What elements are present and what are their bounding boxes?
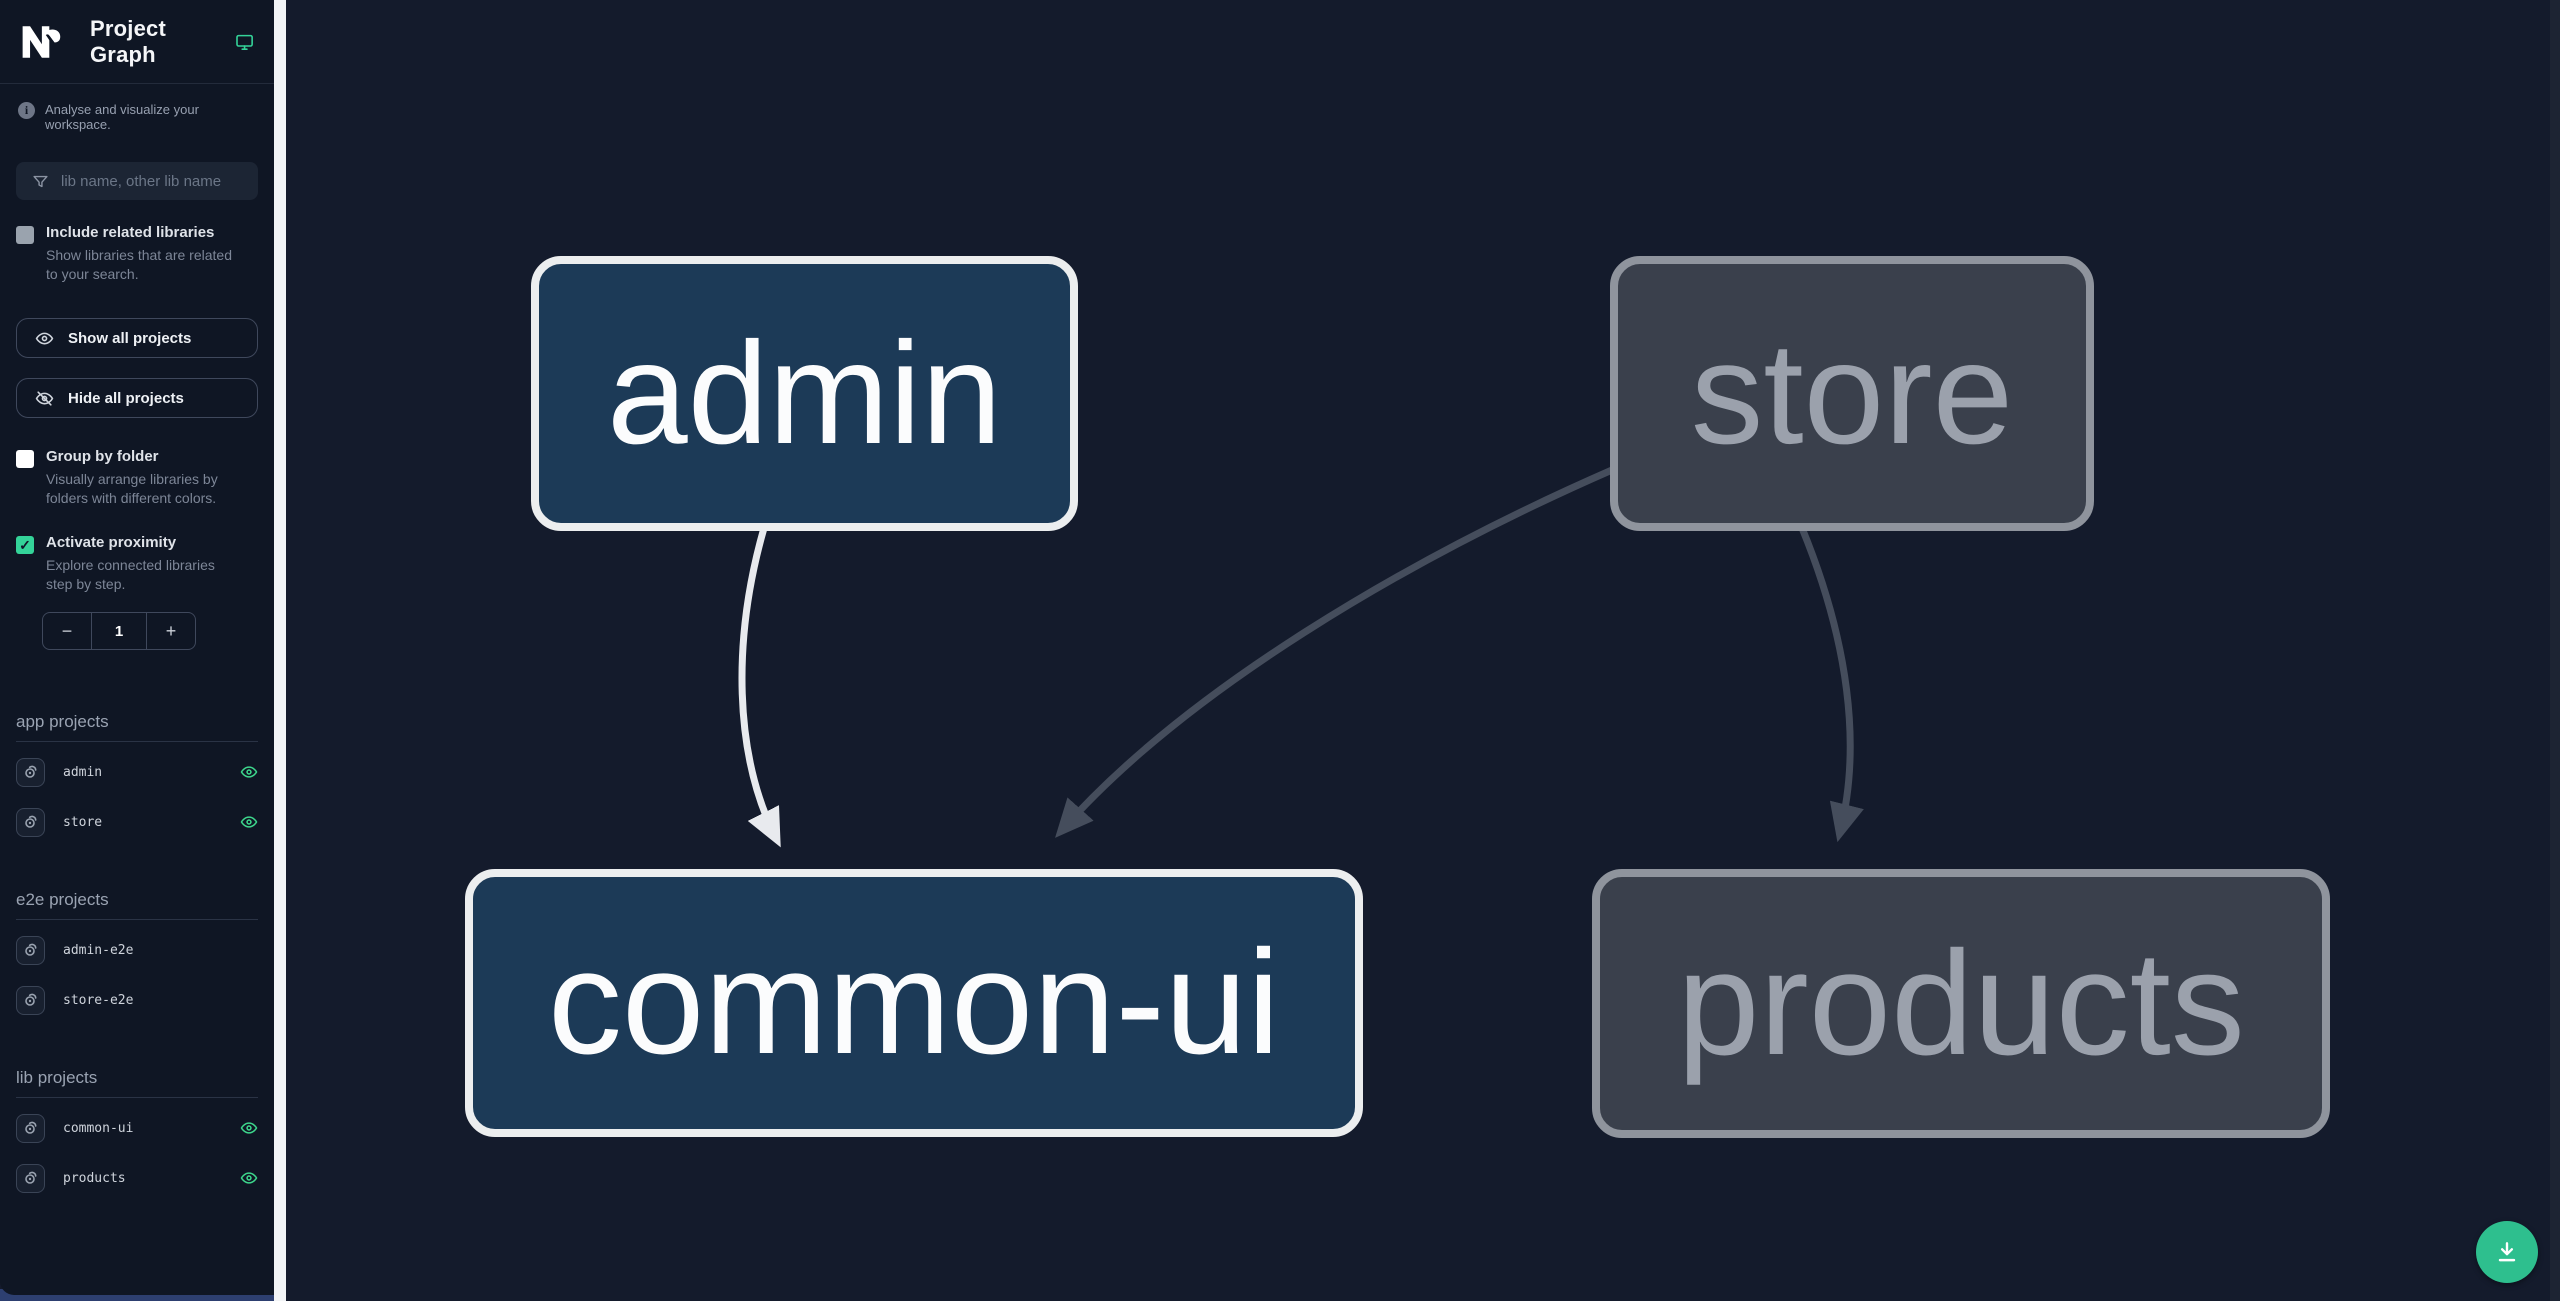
group-by-folder-description: Visually arrange libraries by folders wi… xyxy=(46,471,218,506)
project-graph-canvas[interactable]: admin store common-ui products xyxy=(286,0,2550,1301)
project-name[interactable]: products xyxy=(63,1170,126,1186)
graph-node-store[interactable]: store xyxy=(1610,256,2094,531)
proximity-depth-value: 1 xyxy=(91,613,147,649)
eye-off-icon xyxy=(35,390,54,406)
section-title: lib projects xyxy=(16,1068,98,1087)
focus-project-button[interactable] xyxy=(16,757,45,787)
sidebar-body: Project Graph i Analyse and visualize yo… xyxy=(0,0,274,1295)
focus-project-button[interactable] xyxy=(16,935,45,965)
eye-icon xyxy=(35,332,54,344)
focus-project-button[interactable] xyxy=(16,807,45,837)
include-related-label: Include related libraries xyxy=(46,224,215,241)
focus-icon xyxy=(24,943,36,956)
focus-icon xyxy=(24,1121,36,1134)
hide-all-projects-button[interactable]: Hide all projects xyxy=(16,378,258,418)
node-label: admin xyxy=(607,312,1002,474)
node-label: products xyxy=(1677,920,2245,1086)
section-rule xyxy=(16,741,258,742)
section-lib-projects: lib projects common-ui xyxy=(0,1068,274,1198)
project-row-products: products xyxy=(0,1158,274,1198)
project-name[interactable]: store-e2e xyxy=(63,992,134,1008)
section-title: e2e projects xyxy=(16,890,109,909)
activate-proximity-description: Explore connected libraries step by step… xyxy=(46,557,215,592)
section-app-projects: app projects admin xyxy=(0,712,274,842)
monitor-icon[interactable] xyxy=(235,31,254,53)
edge-store-to-common-ui[interactable] xyxy=(1055,466,1616,838)
graph-node-products[interactable]: products xyxy=(1592,869,2330,1138)
download-icon xyxy=(2498,1242,2516,1262)
group-by-folder-checkbox[interactable] xyxy=(16,450,34,468)
project-row-common-ui: common-ui xyxy=(0,1108,274,1148)
search-box xyxy=(16,162,258,200)
focus-icon xyxy=(24,765,36,778)
project-name[interactable]: common-ui xyxy=(63,1120,134,1136)
toggle-visibility-eye-icon[interactable] xyxy=(240,763,258,781)
activate-proximity-checkbox[interactable]: ✓ xyxy=(16,536,34,554)
search-input[interactable] xyxy=(61,172,248,190)
intro-text: Analyse and visualize your workspace. xyxy=(45,102,199,132)
group-by-folder-option: Group by folder Visually arrange librari… xyxy=(16,448,258,508)
graph-edges xyxy=(738,466,1864,848)
project-row-admin-e2e: admin-e2e xyxy=(0,930,274,970)
proximity-depth-stepper: − 1 + xyxy=(42,612,196,650)
decrement-button[interactable]: − xyxy=(43,613,91,649)
section-title: app projects xyxy=(16,712,109,731)
sidebar-header: Project Graph xyxy=(0,0,274,84)
group-by-folder-label: Group by folder xyxy=(46,448,159,465)
project-name[interactable]: admin xyxy=(63,764,103,780)
page-title: Project Graph xyxy=(90,15,166,67)
filter-icon xyxy=(33,175,48,187)
activate-proximity-option: ✓ Activate proximity Explore connected l… xyxy=(16,534,258,594)
toggle-visibility-eye-icon[interactable] xyxy=(240,813,258,831)
sidebar: Project Graph i Analyse and visualize yo… xyxy=(0,0,274,1301)
graph-node-admin[interactable]: admin xyxy=(531,256,1078,531)
workspace-intro: i Analyse and visualize your workspace. xyxy=(18,102,256,132)
include-related-description: Show libraries that are related to your … xyxy=(46,247,232,282)
project-row-store-e2e: store-e2e xyxy=(0,980,274,1020)
info-icon: i xyxy=(18,102,35,119)
download-graph-button[interactable] xyxy=(2476,1221,2538,1283)
section-e2e-projects: e2e projects admin-e2e xyxy=(0,890,274,1020)
toggle-visibility-eye-icon[interactable] xyxy=(240,1119,258,1137)
include-related-checkbox[interactable] xyxy=(16,226,34,244)
edge-store-to-products[interactable] xyxy=(1798,524,1864,843)
focus-project-button[interactable] xyxy=(16,1163,45,1193)
toggle-visibility-eye-icon[interactable] xyxy=(240,1169,258,1187)
focus-icon xyxy=(24,1171,36,1184)
edge-admin-to-common-ui[interactable] xyxy=(738,524,781,848)
focus-project-button[interactable] xyxy=(16,985,45,1015)
node-label: common-ui xyxy=(548,920,1280,1085)
activate-proximity-label: Activate proximity xyxy=(46,534,177,551)
include-related-option: Include related libraries Show libraries… xyxy=(16,224,258,284)
project-name[interactable]: admin-e2e xyxy=(63,942,134,958)
focus-project-button[interactable] xyxy=(16,1113,45,1143)
node-label: store xyxy=(1690,312,2014,474)
focus-icon xyxy=(24,815,36,828)
vertical-scrollbar[interactable] xyxy=(2550,0,2560,1301)
increment-button[interactable]: + xyxy=(147,613,195,649)
show-all-label: Show all projects xyxy=(68,329,192,347)
section-rule xyxy=(16,1097,258,1098)
show-all-projects-button[interactable]: Show all projects xyxy=(16,318,258,358)
nx-logo-icon xyxy=(22,25,61,58)
section-rule xyxy=(16,919,258,920)
hide-all-label: Hide all projects xyxy=(68,389,184,407)
graph-node-common-ui[interactable]: common-ui xyxy=(465,869,1363,1137)
project-row-admin: admin xyxy=(0,752,274,792)
project-row-store: store xyxy=(0,802,274,842)
sidebar-resize-divider[interactable] xyxy=(274,0,286,1301)
focus-icon xyxy=(24,993,36,1006)
project-name[interactable]: store xyxy=(63,814,103,830)
